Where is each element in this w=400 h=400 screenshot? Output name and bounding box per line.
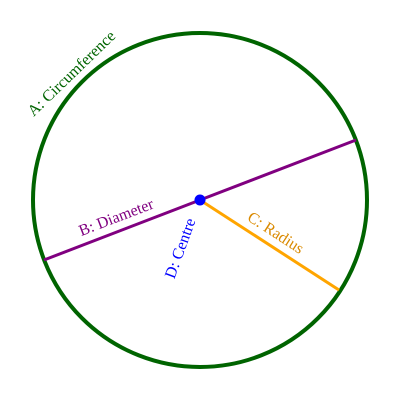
radius-line — [199, 198, 340, 292]
centre-label: D: Centre — [162, 216, 199, 281]
circumference-circle — [31, 31, 369, 369]
circumference-label: A: Circumference — [25, 28, 120, 120]
centre-point — [194, 194, 206, 206]
